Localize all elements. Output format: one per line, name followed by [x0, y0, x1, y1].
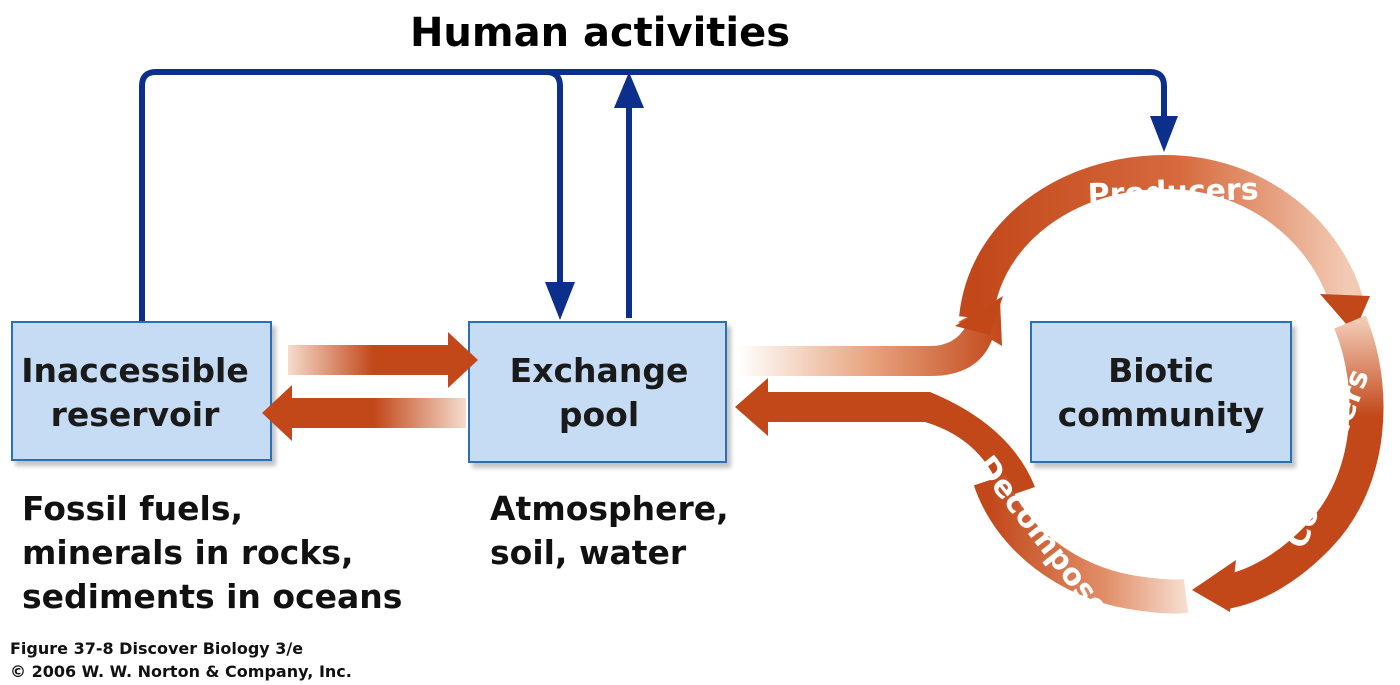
exchange-pool-box — [468, 321, 727, 463]
reservoir-caption-3: sediments in oceans — [22, 577, 402, 616]
inaccessible-reservoir-box — [11, 321, 272, 461]
reservoir-caption-1: Fossil fuels, — [22, 489, 243, 528]
cycle-arc-decomposers — [973, 474, 1189, 614]
exchange-caption-2: soil, water — [490, 533, 687, 572]
diagram-title: Human activities — [410, 10, 790, 56]
arrow-exchange-to-reservoir — [262, 385, 466, 441]
reservoir-caption-2: minerals in rocks, — [22, 533, 353, 572]
human-activities-connectors — [139, 69, 1167, 322]
decomposers-label: Decomposers — [969, 449, 1137, 650]
cycle-arc-producers — [959, 154, 1363, 321]
copyright-notice: © 2006 W. W. Norton & Company, Inc. — [10, 662, 352, 681]
inaccessible-reservoir-label-2: reservoir — [51, 395, 220, 434]
exchange-pool-label-2: pool — [559, 395, 639, 434]
biotic-community-box — [1030, 321, 1292, 463]
arrowhead-to-producers — [1150, 116, 1178, 152]
arrow-exchange-to-producers — [738, 300, 1002, 376]
arrowhead-to-human-activities — [614, 72, 644, 108]
exchange-caption-1: Atmosphere, — [490, 489, 729, 528]
arrowhead-producers — [955, 296, 1003, 335]
biotic-community-label-2: community — [1058, 395, 1265, 434]
human-to-exchange-line — [545, 69, 563, 290]
arrowhead-to-decomposers — [1192, 560, 1236, 612]
exchange-pool-label-1: Exchange — [510, 351, 689, 390]
inaccessible-reservoir-label-1: Inaccessible — [21, 351, 248, 390]
arrow-decomposers-to-exchange — [735, 378, 1035, 498]
biotic-community-label-1: Biotic — [1108, 351, 1214, 390]
cycle-arc-consumers — [1221, 315, 1384, 609]
arrowhead-to-exchange-pool — [545, 282, 575, 320]
human-to-reservoir-line — [139, 69, 1167, 322]
producers-label: Producers — [1087, 172, 1259, 213]
figure-credit: Figure 37-8 Discover Biology 3/e — [10, 639, 303, 658]
arrow-reservoir-to-exchange — [288, 332, 478, 388]
